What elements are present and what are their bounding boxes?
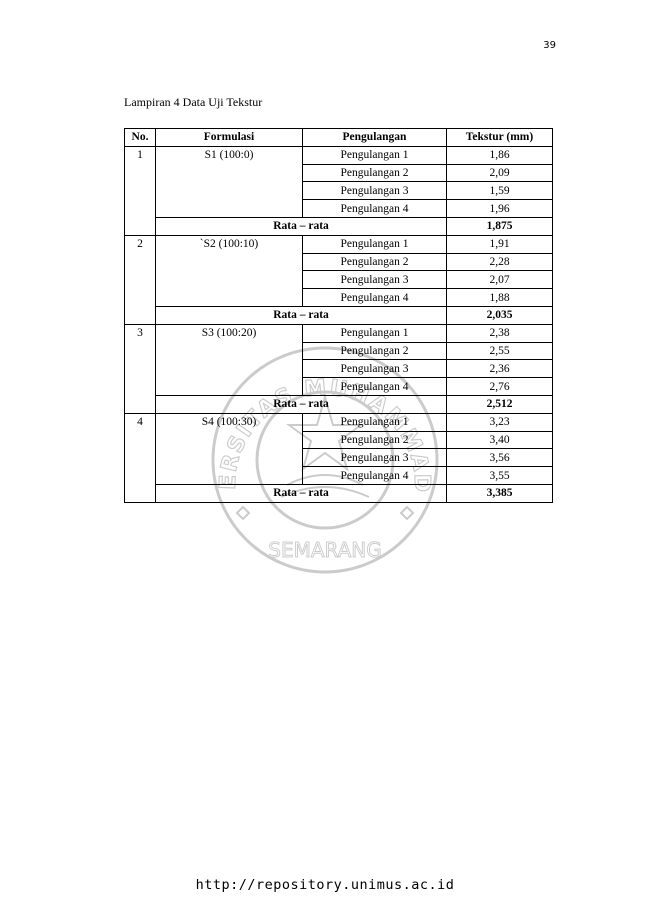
cell-repetition: Pengulangan 1 [302, 234, 447, 254]
cell-no-empty [124, 217, 156, 236]
cell-no-empty [124, 484, 156, 503]
header-formulation: Formulasi [155, 128, 303, 147]
cell-texture-value: 2,07 [446, 270, 553, 290]
cell-repetition: Pengulangan 4 [302, 377, 447, 396]
cell-texture-value: 2,36 [446, 359, 553, 379]
cell-formulation: S4 (100:30) [155, 412, 303, 485]
cell-repetition: Pengulangan 4 [302, 199, 447, 218]
cell-repetition: Pengulangan 3 [302, 448, 447, 468]
cell-average-value: 2,512 [446, 394, 553, 414]
cell-repetition: Pengulangan 3 [302, 359, 447, 379]
cell-formulation: S1 (100:0) [155, 145, 303, 218]
cell-repetition: Pengulangan 2 [302, 341, 447, 361]
cell-texture-value: 2,28 [446, 252, 553, 272]
cell-repetition: Pengulangan 2 [302, 430, 447, 450]
header-repetition: Pengulangan [302, 128, 447, 147]
cell-texture-value: 3,56 [446, 448, 553, 468]
cell-texture-value: 3,40 [446, 430, 553, 450]
cell-texture-value: 3,23 [446, 412, 553, 432]
cell-texture-value: 1,88 [446, 288, 553, 307]
cell-repetition: Pengulangan 1 [302, 323, 447, 343]
cell-repetition: Pengulangan 3 [302, 270, 447, 290]
cell-repetition: Pengulangan 4 [302, 288, 447, 307]
cell-average-value: 1,875 [446, 216, 553, 236]
cell-average-label: Rata – rata [155, 483, 447, 503]
cell-no: 1 [124, 145, 156, 218]
cell-formulation: `S2 (100:10) [155, 234, 303, 307]
header-no: No. [124, 128, 156, 147]
cell-no: 3 [124, 323, 156, 396]
cell-repetition: Pengulangan 3 [302, 181, 447, 201]
cell-average-value: 3,385 [446, 483, 553, 503]
cell-texture-value: 2,09 [446, 163, 553, 183]
cell-no: 2 [124, 234, 156, 307]
header-texture: Tekstur (mm) [446, 128, 553, 147]
cell-repetition: Pengulangan 4 [302, 466, 447, 485]
cell-no: 4 [124, 412, 156, 485]
cell-texture-value: 3,55 [446, 466, 553, 485]
cell-average-value: 2,035 [446, 305, 553, 325]
cell-texture-value: 1,91 [446, 234, 553, 254]
table-caption: Lampiran 4 Data Uji Tekstur [124, 95, 263, 109]
footer-url: http://repository.unimus.ac.id [195, 877, 455, 893]
cell-repetition: Pengulangan 2 [302, 252, 447, 272]
table-header-row: No. Formulasi Pengulangan Tekstur (mm) [124, 128, 553, 147]
cell-repetition: Pengulangan 1 [302, 412, 447, 432]
cell-average-label: Rata – rata [155, 216, 447, 236]
page-number: 39 [543, 40, 556, 51]
cell-texture-value: 1,86 [446, 145, 553, 165]
cell-no-empty [124, 395, 156, 414]
cell-average-label: Rata – rata [155, 394, 447, 414]
cell-repetition: Pengulangan 1 [302, 145, 447, 165]
cell-texture-value: 1,59 [446, 181, 553, 201]
cell-average-label: Rata – rata [155, 305, 447, 325]
cell-repetition: Pengulangan 2 [302, 163, 447, 183]
cell-formulation: S3 (100:20) [155, 323, 303, 396]
cell-texture-value: 2,38 [446, 323, 553, 343]
texture-data-table: No. Formulasi Pengulangan Tekstur (mm) 1… [124, 128, 553, 503]
cell-texture-value: 1,96 [446, 199, 553, 218]
cell-no-empty [124, 306, 156, 325]
cell-texture-value: 2,55 [446, 341, 553, 361]
cell-texture-value: 2,76 [446, 377, 553, 396]
seal-text-bottom: SEMARANG [268, 538, 382, 562]
